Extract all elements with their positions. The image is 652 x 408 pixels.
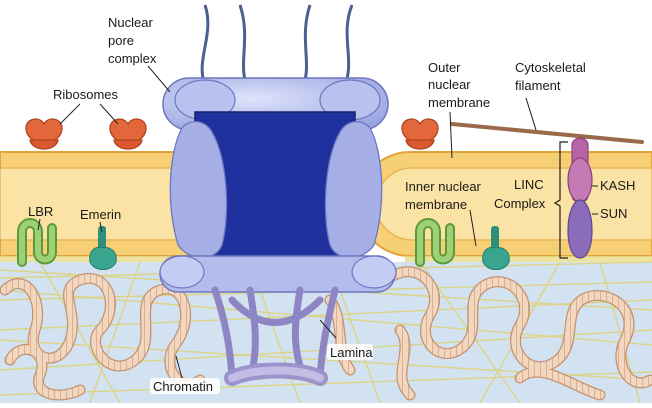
ribosome-1 bbox=[26, 119, 62, 149]
label-kash: KASH bbox=[600, 178, 635, 193]
label-nuclear-pore-1: Nuclear bbox=[108, 15, 153, 30]
label-outer-2: nuclear bbox=[428, 77, 471, 92]
ribosome-2 bbox=[110, 119, 146, 149]
label-inner-1: Inner nuclear bbox=[405, 179, 482, 194]
label-chromatin: Chromatin bbox=[153, 379, 213, 394]
ribosome-3 bbox=[402, 119, 438, 149]
label-lbr: LBR bbox=[28, 204, 53, 219]
label-ribosomes: Ribosomes bbox=[53, 87, 119, 102]
pore-cytoplasmic-filaments bbox=[202, 5, 352, 85]
label-nuclear-pore-2: pore bbox=[108, 33, 134, 48]
cytoskeletal-filament bbox=[452, 124, 642, 142]
label-inner-2: membrane bbox=[405, 197, 467, 212]
linc-complex bbox=[555, 138, 592, 258]
label-cyto-2: filament bbox=[515, 78, 561, 93]
sun-protein bbox=[568, 200, 592, 258]
label-outer-3: membrane bbox=[428, 95, 490, 110]
label-linc-2: Complex bbox=[494, 196, 546, 211]
label-cyto-1: Cytoskeletal bbox=[515, 60, 586, 75]
label-lamina: Lamina bbox=[330, 345, 373, 360]
label-emerin: Emerin bbox=[80, 207, 121, 222]
label-nuclear-pore-3: complex bbox=[108, 51, 157, 66]
label-outer-1: Outer bbox=[428, 60, 461, 75]
label-linc-1: LINC bbox=[514, 177, 544, 192]
label-sun: SUN bbox=[600, 206, 627, 221]
